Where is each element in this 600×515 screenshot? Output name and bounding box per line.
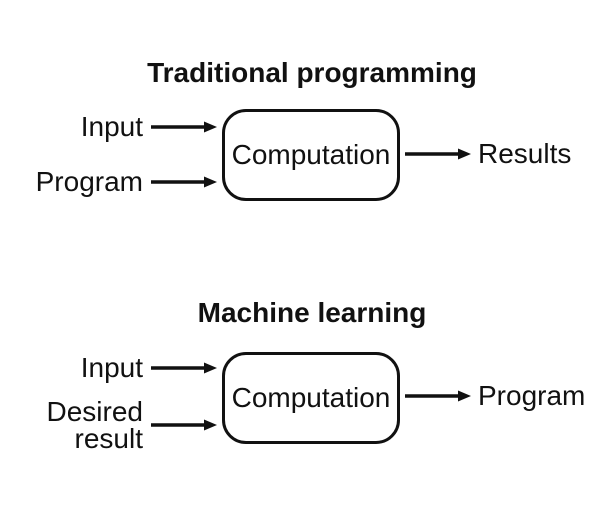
program-output-label: Program [478, 380, 586, 411]
machine-learning-title: Machine learning [197, 297, 427, 328]
input-label: Input [80, 111, 143, 142]
arrow-right-icon [151, 362, 217, 374]
arrow-right-icon [405, 390, 471, 402]
computation-box: Computation [222, 352, 400, 444]
computation-box-label: Computation [231, 382, 391, 413]
traditional-programming-title: Traditional programming [147, 57, 477, 88]
arrow-right-icon [405, 148, 471, 160]
computation-box-label: Computation [231, 139, 391, 170]
arrow-right-icon [151, 419, 217, 431]
input-label: Input [80, 352, 143, 383]
arrow-right-icon [151, 121, 217, 133]
desired-result-input-label: Desired result [46, 396, 143, 454]
arrow-right-icon [151, 176, 217, 188]
computation-box: Computation [222, 109, 400, 201]
results-output-label: Results [478, 138, 572, 169]
program-input-label: Program [35, 166, 143, 197]
